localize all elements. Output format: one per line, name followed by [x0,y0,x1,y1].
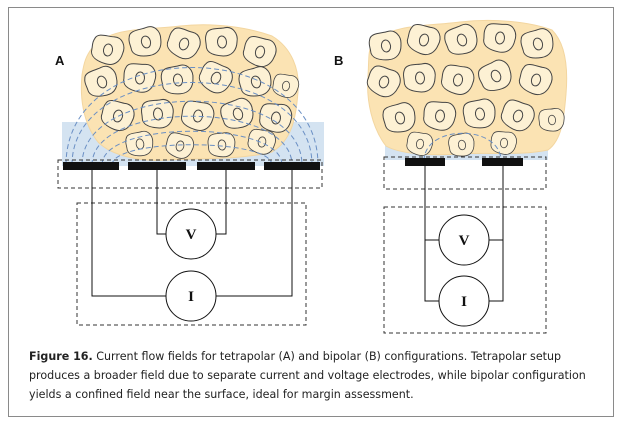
circuit-box-a [76,202,307,326]
figure-caption: Figure 16. Current flow fields for tetra… [29,347,603,404]
panel-b-label: B [334,53,343,68]
voltmeter-a [165,208,217,260]
electrode-right-b [482,158,523,166]
wiring-b [424,166,504,302]
panel-a: A [55,23,324,326]
panel-b: B [334,19,568,334]
ammeter-a-label: I [188,289,194,305]
figure-number: Figure 16. [29,350,93,363]
ammeter-a [165,270,217,322]
voltmeter-b-label: V [459,233,470,249]
voltmeter-a-label: V [186,227,197,243]
field-line-b [423,132,502,162]
field-lines-a [65,67,319,166]
panel-a-label: A [55,53,65,68]
current-electrode-left-a [63,162,119,170]
current-electrode-right-a [264,162,320,170]
voltage-electrode-right-a [197,162,255,170]
voltage-electrode-left-a [128,162,186,170]
ammeter-b [438,275,490,327]
electrode-substrate-b [383,156,547,190]
voltmeter-b [438,214,490,266]
electrode-left-b [405,158,445,166]
caption-text: Current flow fields for tetrapolar (A) a… [29,350,586,401]
circuit-box-b [383,206,547,334]
wiring-a [91,170,293,297]
ammeter-b-label: I [461,294,467,310]
electrode-substrate-a [57,159,323,189]
